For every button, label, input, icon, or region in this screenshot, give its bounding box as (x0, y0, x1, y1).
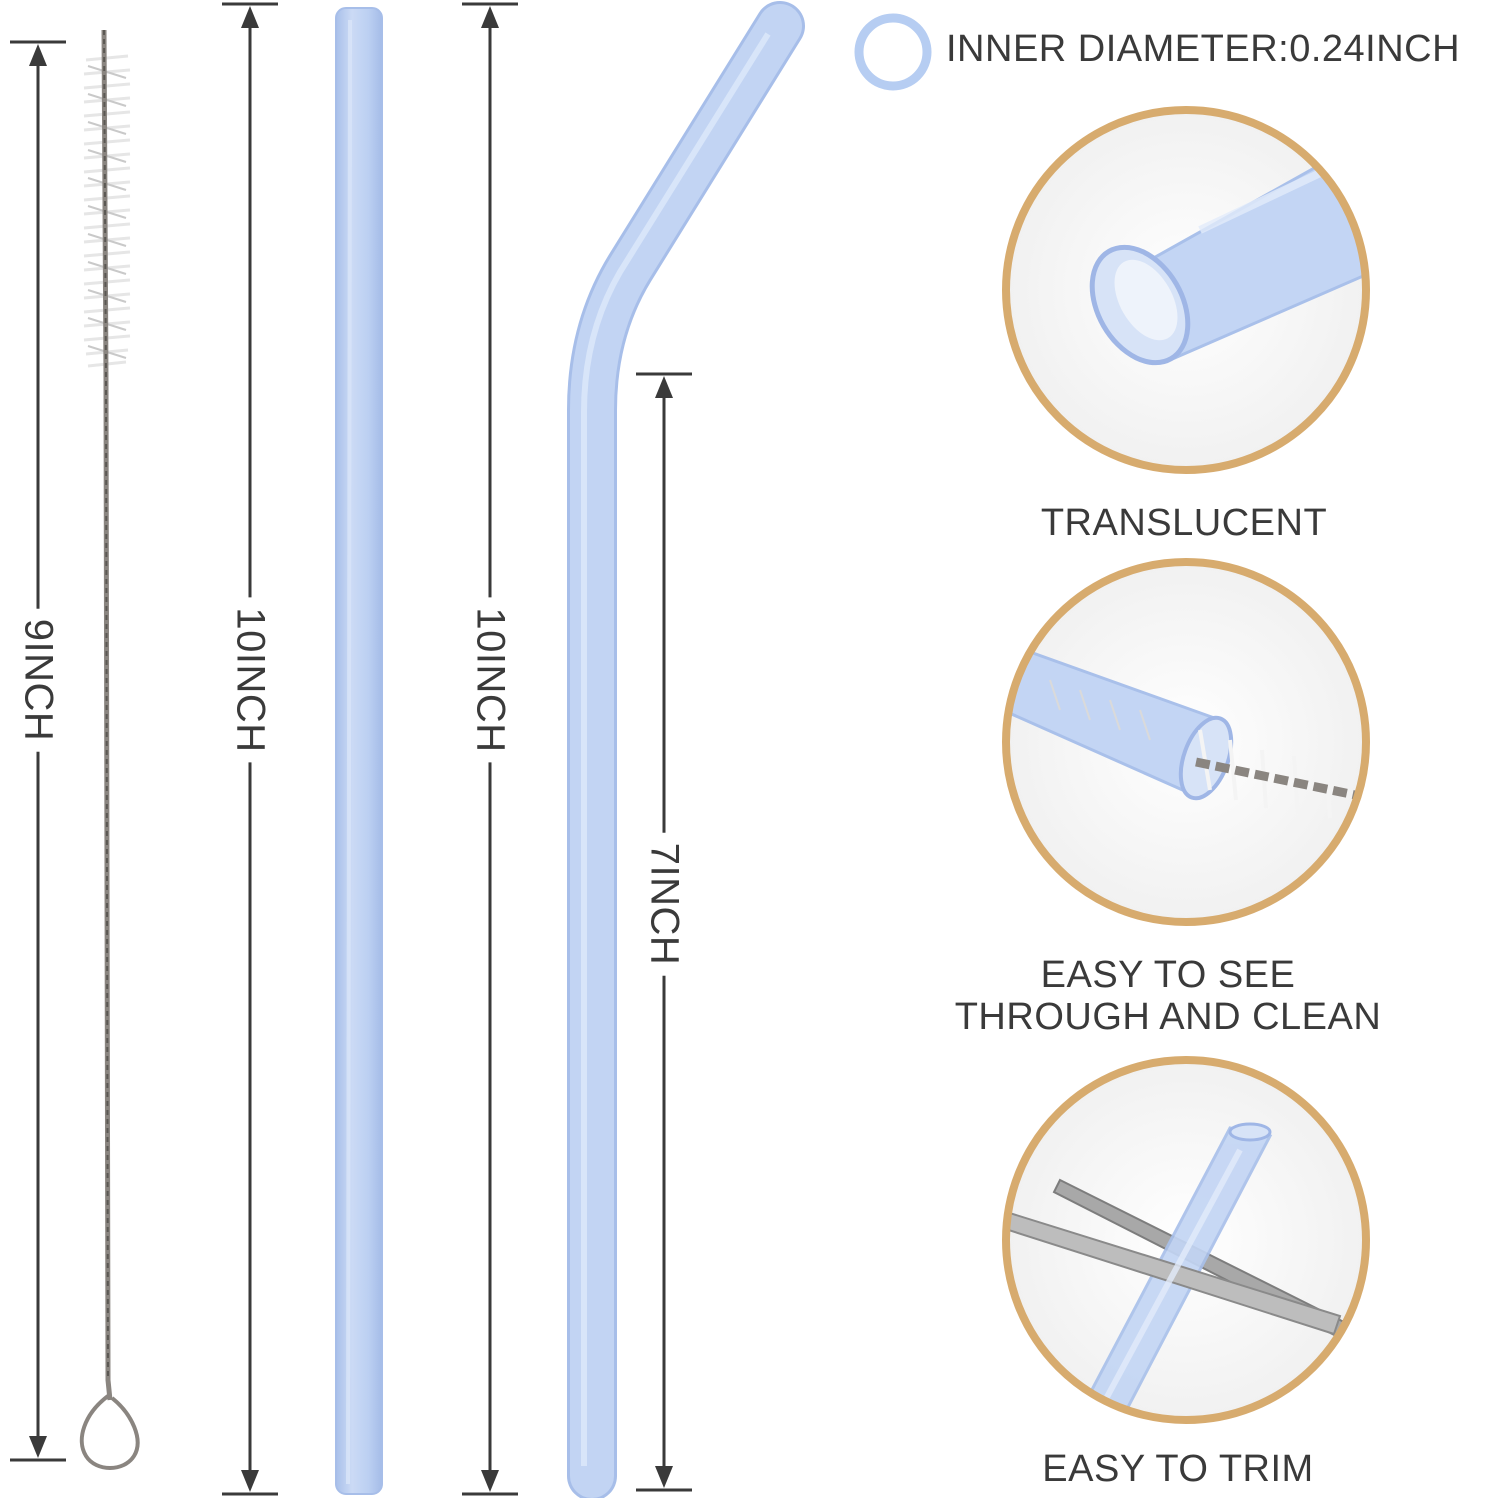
cleaning-brush (79, 29, 140, 1470)
feature-photo-trim (1002, 1056, 1370, 1424)
brush-loop (79, 1394, 140, 1470)
bent-section-length-label: 7INCH (641, 832, 687, 976)
feature-photo-translucent (1002, 106, 1370, 474)
straight-straw-length-label: 10INCH (227, 597, 273, 763)
inner-diameter-label: INNER DIAMETER:0.24INCH (946, 28, 1461, 70)
feature-caption-clean: EASY TO SEE THROUGH AND CLEAN (954, 954, 1382, 1038)
brush-length-label: 9INCH (15, 608, 61, 752)
bent-straw-length-label: 10INCH (467, 597, 513, 763)
inner-diameter-ring-icon (854, 13, 932, 91)
straight-straw (335, 7, 383, 1495)
feature-caption-translucent: TRANSLUCENT (1040, 502, 1328, 544)
feature-caption-trim: EASY TO TRIM (1042, 1448, 1314, 1490)
feature-photo-clean (1002, 558, 1370, 926)
bent-straw (567, 1, 805, 1498)
